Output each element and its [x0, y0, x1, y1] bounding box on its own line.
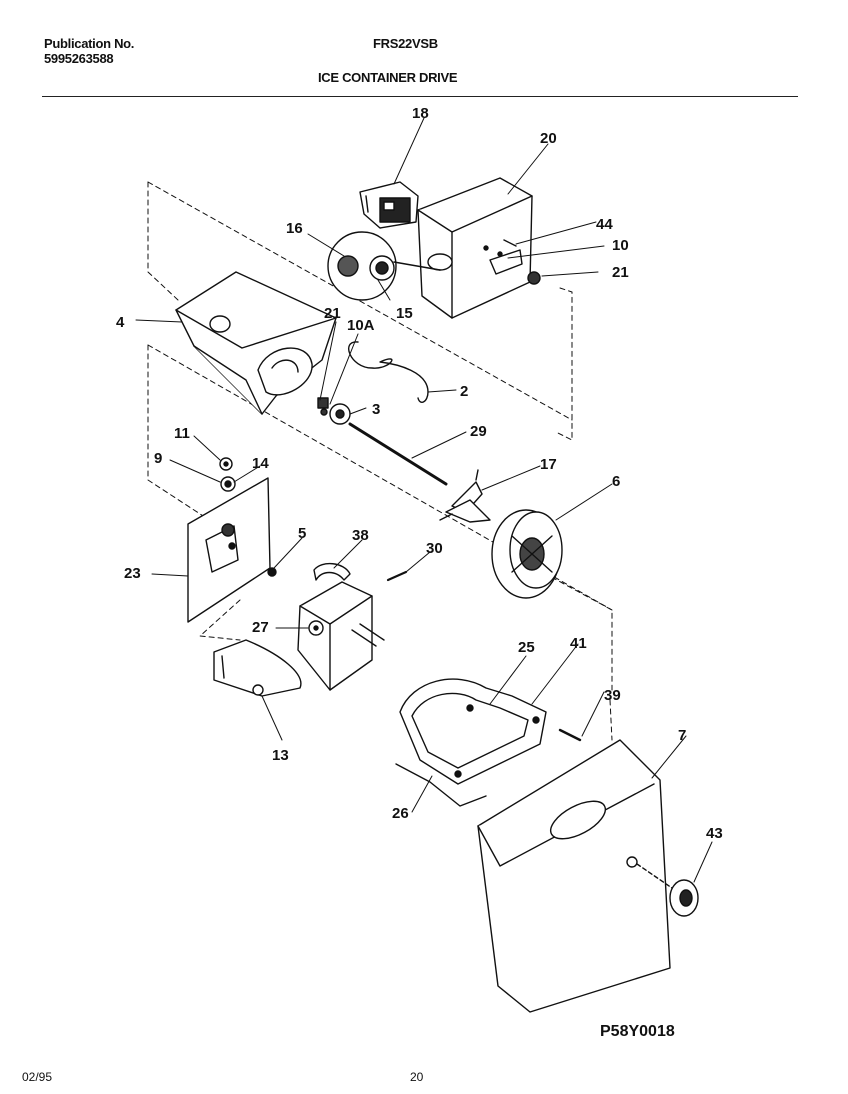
callout-14: 14 [252, 455, 269, 472]
header-divider [42, 96, 798, 97]
callout-6: 6 [612, 473, 620, 490]
part-30-screw [386, 570, 408, 582]
section-title: ICE CONTAINER DRIVE [318, 70, 458, 85]
callout-21: 21 [612, 264, 629, 281]
callout-11: 11 [174, 425, 190, 442]
callout-15: 15 [396, 305, 413, 322]
part-25-41-26-motor-cover [395, 678, 547, 807]
callout-27: 27 [252, 619, 269, 636]
callout-5: 5 [298, 525, 306, 542]
callout-labels: 18 20 44 10 21 16 15 4 21 10A 2 3 29 11 … [116, 105, 723, 842]
callout-20: 20 [540, 130, 557, 147]
callout-4: 4 [116, 314, 125, 331]
callout-2: 2 [460, 383, 468, 400]
part-16-15-gear-detail [327, 231, 441, 301]
callout-21-b: 21 [324, 305, 341, 322]
part-39-screw [558, 728, 582, 742]
leader-lines [135, 117, 713, 883]
callout-10: 10 [612, 237, 629, 254]
part-44-screw [503, 239, 517, 247]
callout-23: 23 [124, 565, 141, 582]
part-13-cover [213, 639, 302, 697]
callout-41: 41 [570, 635, 587, 652]
part-17-blade [439, 469, 491, 523]
part-20-motor-housing [417, 177, 533, 319]
callout-30: 30 [426, 540, 443, 557]
callout-18: 18 [412, 105, 429, 122]
callout-13: 13 [272, 747, 289, 764]
part-7-front-housing [477, 739, 671, 1013]
callout-17: 17 [540, 456, 557, 473]
callout-39: 39 [604, 687, 621, 704]
callout-26: 26 [392, 805, 409, 822]
callout-7: 7 [678, 727, 686, 744]
part-29-shaft [348, 422, 448, 486]
part-10a-21-clip [317, 397, 329, 416]
part-18-heater [359, 181, 419, 229]
part-6-wheel [491, 509, 563, 599]
part-38-27-bracket [297, 563, 385, 691]
part-23-back-plate [187, 477, 271, 623]
part-4-container-body [175, 271, 337, 415]
part-2-wire [348, 341, 429, 403]
callout-3: 3 [372, 401, 380, 418]
callout-25: 25 [518, 639, 535, 656]
page-number: 20 [410, 1070, 424, 1084]
callout-43: 43 [706, 825, 723, 842]
footer-date: 02/95 [22, 1070, 53, 1084]
part-3-gear [329, 403, 351, 425]
callout-29: 29 [470, 423, 487, 440]
callout-16: 16 [286, 220, 303, 237]
part-21-grommet [527, 271, 541, 285]
publication-number: 5995263588 [44, 51, 114, 66]
callout-44: 44 [596, 216, 613, 233]
part-5-nut [267, 567, 277, 577]
callout-9: 9 [154, 450, 162, 467]
callout-38: 38 [352, 527, 369, 544]
part-11-9-14-washers [219, 457, 236, 492]
model-number: FRS22VSB [373, 36, 438, 51]
drawing-code: P58Y0018 [600, 1023, 675, 1040]
publication-label: Publication No. [44, 36, 135, 51]
callout-10a: 10A [347, 317, 375, 334]
part-43-knob [636, 863, 699, 917]
